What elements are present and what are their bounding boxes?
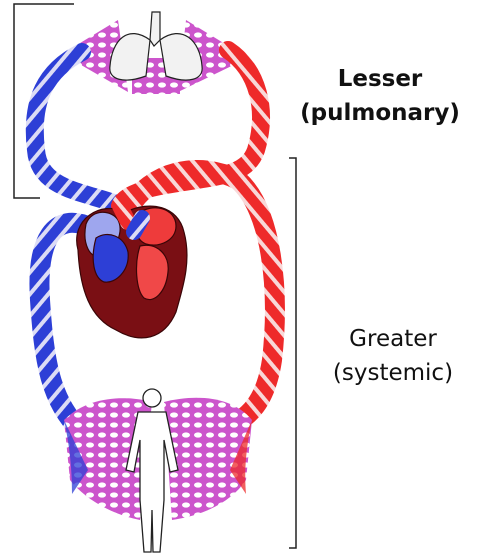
systemic-label-line2: (systemic) bbox=[318, 356, 468, 390]
pulmonary-circulation-label: Lesser (pulmonary) bbox=[288, 62, 472, 130]
systemic-circulation-label: Greater (systemic) bbox=[318, 322, 468, 390]
systemic-label-line1: Greater bbox=[318, 322, 468, 356]
systemic-bracket bbox=[289, 158, 296, 548]
pulmonary-label-line1: Lesser bbox=[288, 62, 472, 96]
pulmonary-label-line2: (pulmonary) bbox=[288, 96, 472, 130]
